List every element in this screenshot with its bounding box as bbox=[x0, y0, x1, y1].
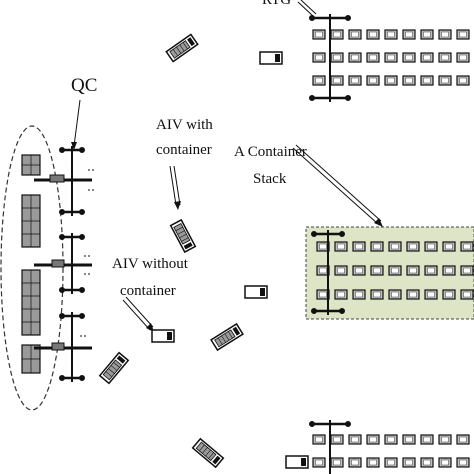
aiv-loaded bbox=[191, 438, 225, 468]
quay-crane-1 bbox=[34, 146, 96, 216]
highlighted-container-stack bbox=[305, 226, 474, 320]
aiv-with-container-pointer bbox=[169, 165, 181, 206]
container-row bbox=[316, 241, 474, 252]
aiv-without-container-label-line1: AIV without bbox=[112, 256, 188, 272]
aiv-empty bbox=[244, 285, 268, 299]
annotation-pointers bbox=[73, 0, 382, 331]
aiv-empty bbox=[151, 329, 175, 343]
container-row bbox=[316, 265, 474, 276]
container-bay bbox=[21, 154, 41, 176]
aiv-empty bbox=[285, 455, 309, 469]
quay-crane-2 bbox=[34, 233, 92, 294]
container-row bbox=[312, 29, 470, 40]
rtg-crane bbox=[311, 230, 345, 315]
aiv-without-container-label-line2: container bbox=[120, 283, 176, 299]
aiv-loaded bbox=[210, 323, 244, 351]
container-row bbox=[312, 457, 470, 468]
container-row bbox=[312, 75, 470, 86]
rtg-pointer bbox=[297, 0, 317, 17]
aiv-empty bbox=[259, 51, 283, 65]
a-container-stack-pointer bbox=[292, 144, 382, 225]
rtg-crane bbox=[309, 14, 351, 102]
qc-pointer bbox=[73, 99, 81, 147]
a-container-stack-label-line1: A Container bbox=[234, 144, 307, 160]
container-bay bbox=[21, 344, 41, 374]
container-bay bbox=[21, 194, 41, 248]
top-container-block bbox=[309, 14, 470, 102]
a-container-stack-label-line2: Stack bbox=[253, 171, 287, 187]
rtg-label: RTG bbox=[262, 0, 292, 8]
qc-label: QC bbox=[71, 75, 98, 96]
aiv-loaded bbox=[165, 33, 199, 63]
aiv-with-container-label-line2: container bbox=[156, 142, 212, 158]
container-bay bbox=[21, 269, 41, 336]
bottom-container-block bbox=[309, 420, 470, 474]
aiv-with-container-label-line1: AIV with bbox=[156, 117, 213, 133]
aiv-without-container-pointer bbox=[122, 296, 154, 331]
container-row bbox=[312, 52, 470, 63]
vessel bbox=[0, 125, 64, 411]
aiv-loaded bbox=[169, 219, 197, 253]
container-row bbox=[316, 289, 474, 300]
aiv-loaded bbox=[99, 351, 129, 385]
rtg-crane bbox=[309, 420, 351, 474]
quay-crane-3 bbox=[34, 312, 92, 382]
container-row bbox=[312, 434, 470, 445]
